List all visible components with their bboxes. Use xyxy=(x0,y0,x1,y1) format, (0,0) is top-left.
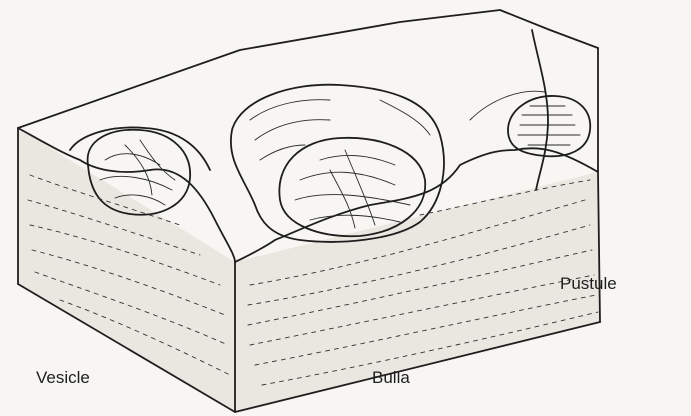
hair-shaft xyxy=(532,30,548,190)
bulla-label: Bulla xyxy=(372,368,410,388)
vesicle-label: Vesicle xyxy=(36,368,90,388)
pustule-label: Pustule xyxy=(560,274,617,294)
pustule-lesion xyxy=(470,30,590,190)
block-top-edge xyxy=(18,10,598,128)
